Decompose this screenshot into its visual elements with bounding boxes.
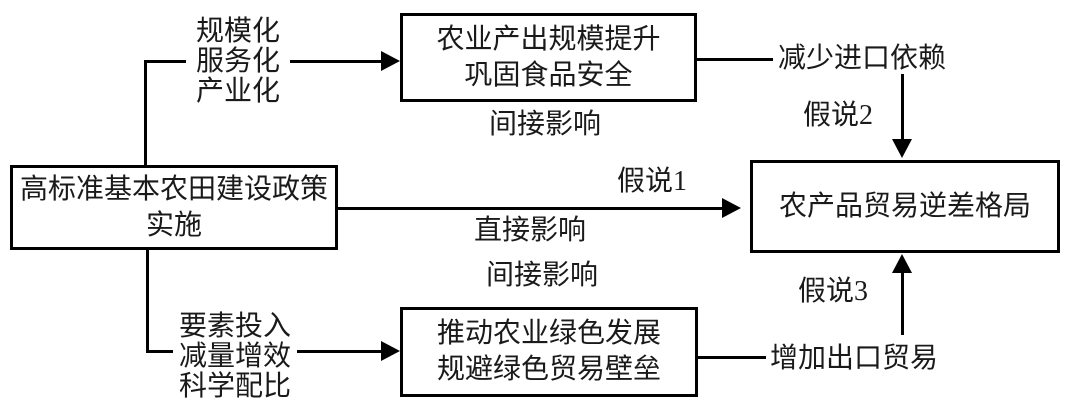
green-box: 推动农业绿色发展 规避绿色贸易壁垒 (400, 307, 698, 397)
top-mechanism-line1: 规模化 (195, 16, 280, 47)
arrowhead-top-right-icon (381, 51, 400, 71)
output-box-line1: 农业产出规模提升 (436, 23, 661, 55)
direct-effect-label: 直接影响 (474, 215, 587, 246)
connector-hypothesis3-vertical (901, 273, 904, 335)
connector-bottom-vertical (146, 250, 149, 352)
green-box-line2: 规避绿色贸易壁垒 (436, 354, 661, 385)
connector-green-to-export (698, 356, 766, 359)
policy-box-line1: 高标准基本农田建设政策 (19, 173, 328, 205)
connector-top-vertical (144, 62, 147, 165)
trade-box-line1: 农产品贸易逆差格局 (778, 190, 1031, 222)
indirect-effect-top-label: 间接影响 (489, 109, 602, 140)
output-box-line2: 巩固食品安全 (464, 59, 633, 91)
connector-direct-horizontal (338, 207, 723, 210)
trade-box: 农产品贸易逆差格局 (750, 160, 1060, 253)
hypothesis2-label: 假说2 (803, 100, 874, 131)
arrowhead-hypothesis3-up-icon (892, 254, 912, 273)
indirect-effect-bottom-label: 间接影响 (486, 260, 599, 291)
top-mechanism-label: 规模化 服务化 产业化 (186, 17, 290, 107)
bottom-mechanism-label: 要素投入 减量增效 科学配比 (173, 312, 297, 402)
top-mechanism-line3: 产业化 (195, 76, 280, 107)
reduce-import-label: 减少进口依赖 (778, 43, 947, 74)
bottom-mechanism-line2: 减量增效 (178, 341, 291, 372)
bottom-mechanism-line3: 科学配比 (178, 371, 291, 402)
connector-hypothesis2-vertical (901, 74, 904, 141)
policy-box: 高标准基本农田建设政策 实施 (10, 165, 338, 250)
arrowhead-bottom-right-icon (381, 341, 400, 361)
policy-box-line2: 实施 (145, 209, 202, 241)
hypothesis3-label: 假说3 (798, 276, 869, 307)
arrowhead-hypothesis2-down-icon (892, 139, 912, 158)
output-box: 农业产出规模提升 巩固食品安全 (400, 13, 697, 102)
increase-export-label: 增加出口贸易 (770, 343, 939, 374)
arrowhead-direct-right-icon (722, 198, 741, 218)
connector-output-to-import (697, 58, 773, 61)
top-mechanism-line2: 服务化 (195, 46, 280, 77)
bottom-mechanism-line1: 要素投入 (178, 311, 291, 342)
green-box-line1: 推动农业绿色发展 (436, 318, 661, 349)
hypothesis1-label: 假说1 (617, 166, 688, 197)
